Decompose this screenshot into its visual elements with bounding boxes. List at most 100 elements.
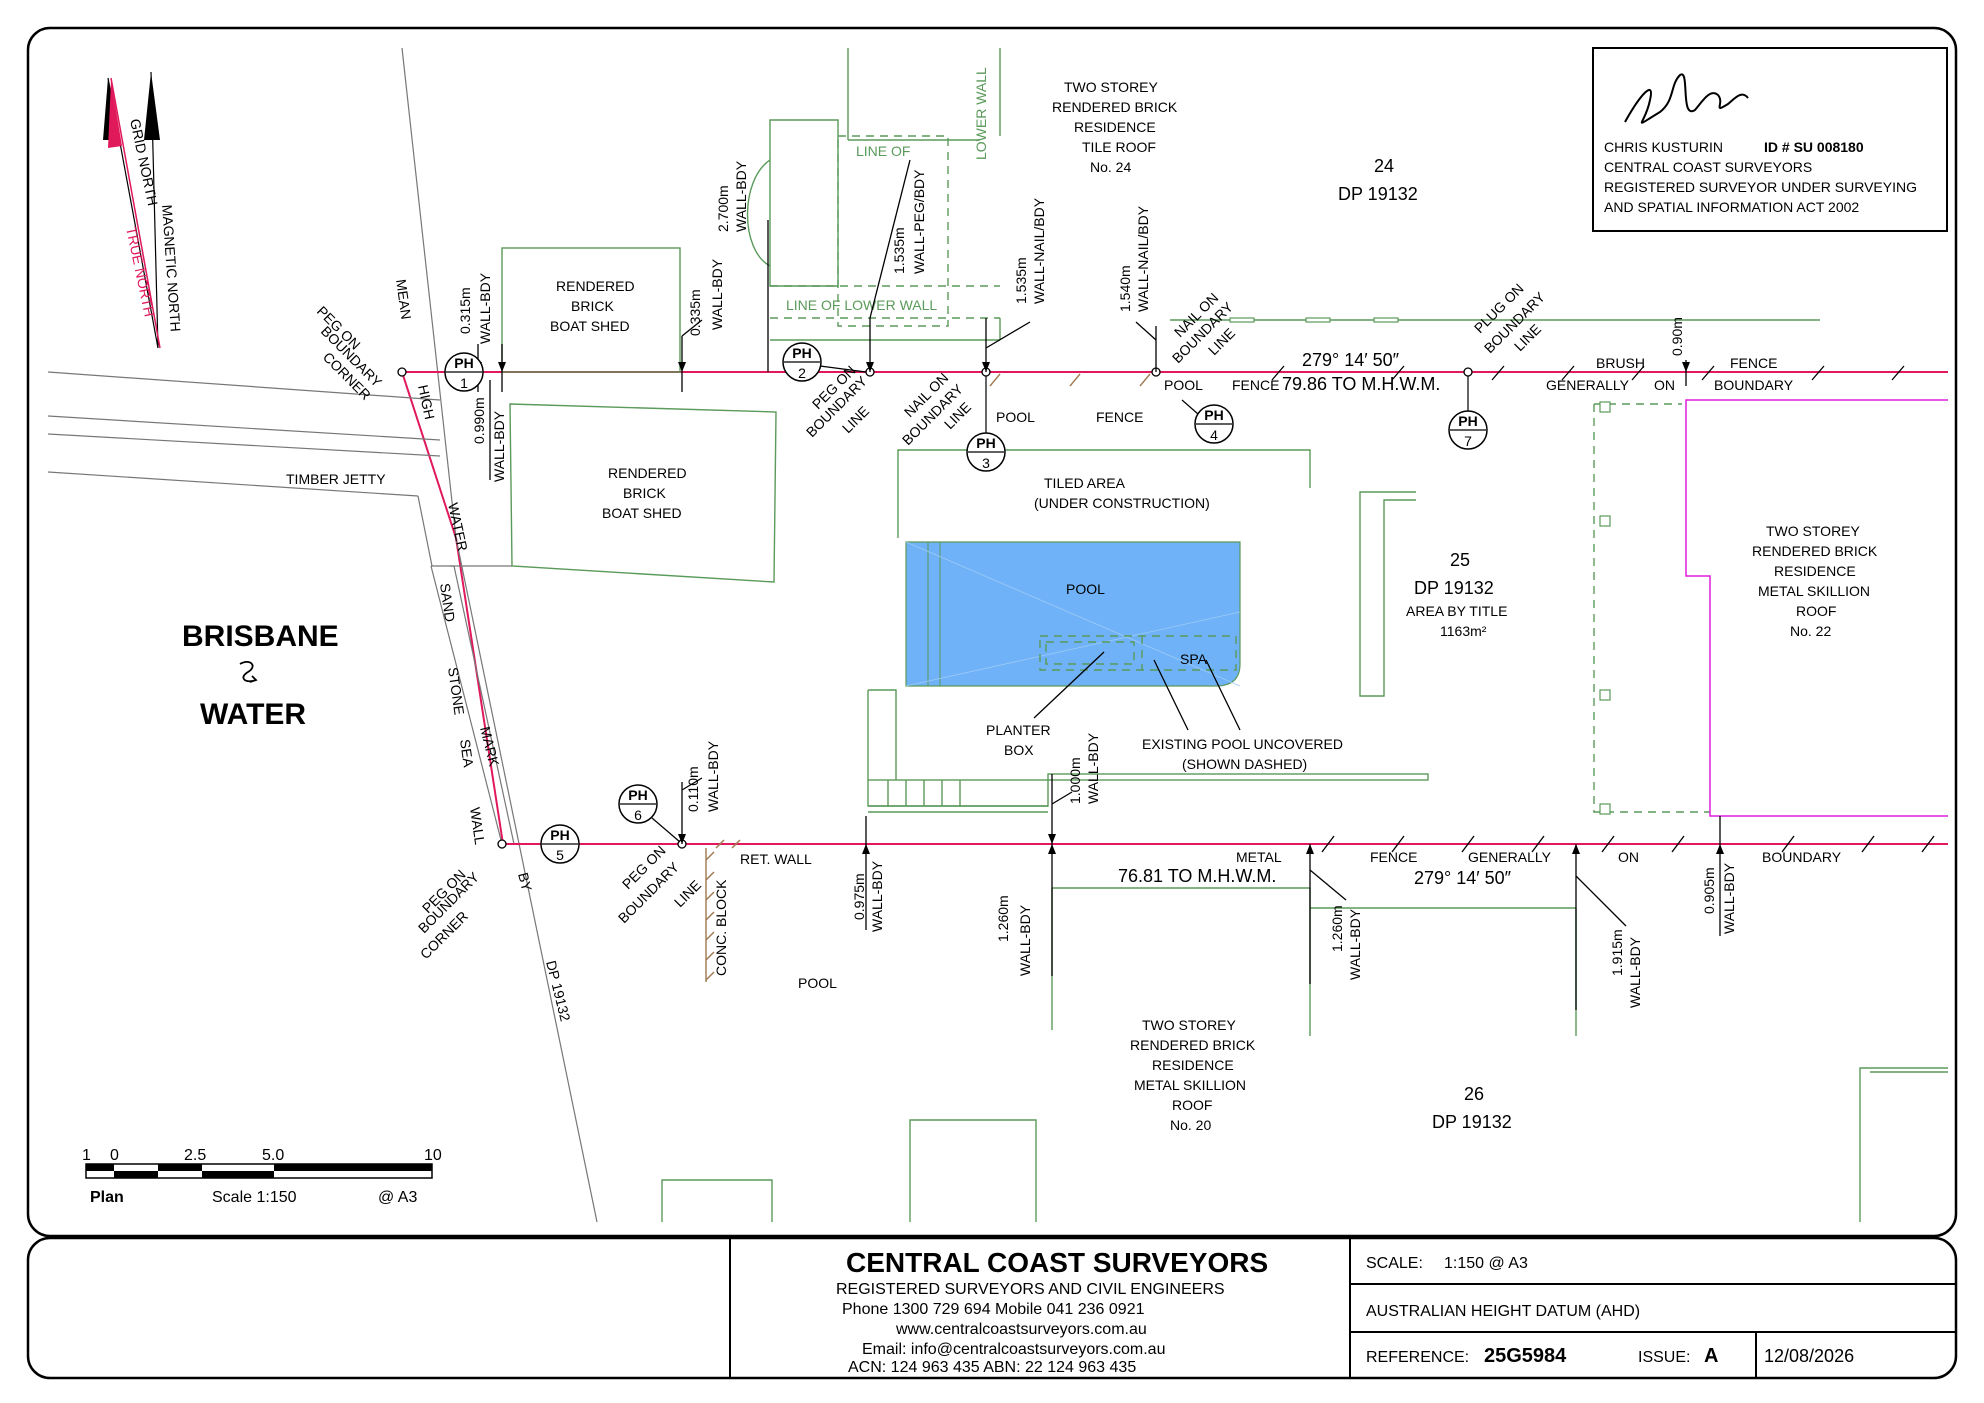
svg-text:No. 24: No. 24	[1090, 159, 1131, 175]
lot-24-dp: DP 19132	[1338, 184, 1418, 204]
lot-25-number: 25	[1450, 550, 1470, 570]
true-north-label: TRUE NORTH	[123, 225, 158, 318]
offset-13-note: WALL-BDY	[1347, 908, 1363, 980]
reference-label: REFERENCE:	[1366, 1349, 1469, 1366]
north-arrow: GRID NORTH MAGNETIC NORTH TRUE NORTH	[103, 71, 184, 349]
mhwm-by: BY	[515, 871, 535, 894]
tiled-area-sub: (UNDER CONSTRUCTION)	[1034, 495, 1210, 511]
peg-line-bot: PEG ON BOUNDARY LINE	[615, 842, 704, 926]
bottom-distance: 76.81 TO M.H.W.M.	[1118, 866, 1276, 886]
offset-6-note: WALL-NAIL/BDY	[1135, 205, 1151, 312]
pool-label: POOL	[1066, 581, 1105, 597]
offset-10-note: WALL-BDY	[1085, 732, 1101, 804]
cert-act-1: REGISTERED SURVEYOR UNDER SURVEYING	[1604, 179, 1917, 195]
conc-block-label: CONC. BLOCK	[713, 879, 729, 976]
seawall-stone: STONE	[445, 666, 468, 716]
offset-3: 2.700m	[715, 185, 731, 232]
scale-plan: Plan	[90, 1189, 124, 1206]
svg-text:LINE OF LOWER WALL: LINE OF LOWER WALL	[786, 297, 937, 313]
company-tagline: REGISTERED SURVEYORS AND CIVIL ENGINEERS	[836, 1281, 1225, 1298]
offset-11: 0.975m	[851, 873, 867, 920]
seawall-sea: SEA	[457, 738, 477, 769]
svg-text:1: 1	[460, 375, 468, 391]
seawall-wall: WALL	[467, 806, 488, 846]
cert-act-2: AND SPATIAL INFORMATION ACT 2002	[1604, 199, 1859, 215]
certificate-box	[1592, 47, 1948, 232]
top-boundary-word: BOUNDARY	[1714, 377, 1794, 393]
bottom-on: ON	[1618, 849, 1639, 865]
offset-8-note: WALL-BDY	[491, 410, 507, 482]
datum-field: AUSTRALIAN HEIGHT DATUM (AHD)	[1366, 1303, 1640, 1320]
photo-point-3[interactable]: PH 3	[966, 376, 1006, 472]
svg-text:2.5: 2.5	[184, 1147, 206, 1164]
boat-shed-mid	[509, 403, 777, 583]
svg-text:PH: PH	[550, 827, 569, 843]
surveyor-signature	[1624, 73, 1749, 124]
photo-point-5[interactable]: PH 5	[540, 824, 580, 864]
photo-point-1[interactable]: PH 1	[444, 352, 484, 392]
photo-point-2[interactable]: PH 2	[782, 342, 867, 382]
company-acn: ACN: 124 963 435 ABN: 22 124 963 435	[848, 1359, 1136, 1376]
svg-text:BRICK: BRICK	[571, 298, 614, 314]
svg-text:0: 0	[110, 1147, 119, 1164]
top-brush: BRUSH	[1596, 355, 1645, 371]
svg-text:METAL SKILLION: METAL SKILLION	[1758, 583, 1870, 599]
seawall-sand: SAND	[437, 582, 458, 623]
bottom-bearing: 279° 14′ 50″	[1414, 868, 1512, 888]
svg-text:7: 7	[1464, 433, 1472, 449]
offset-14-note: WALL-BDY	[1627, 936, 1643, 1008]
svg-text:10: 10	[424, 1147, 442, 1164]
company-phone: Phone 1300 729 694 Mobile 041 236 0921	[842, 1301, 1145, 1318]
offset-14: 1.915m	[1609, 929, 1625, 976]
timber-jetty-label: TIMBER JETTY	[286, 471, 386, 487]
svg-text:BRICK: BRICK	[623, 485, 666, 501]
svg-text:TWO STOREY: TWO STOREY	[1064, 79, 1159, 95]
mhwm-water: WATER	[445, 501, 471, 552]
peg-corner-bot: PEG ON BOUNDARY CORNER	[415, 866, 483, 962]
photo-point-6[interactable]: PH 6	[618, 784, 681, 843]
offset-12-note: WALL-BDY	[1017, 904, 1033, 976]
planter-label-2: BOX	[1004, 742, 1034, 758]
svg-text:PH: PH	[1204, 407, 1223, 423]
cert-id: ID # SU 008180	[1764, 139, 1864, 155]
scale-bar: 1 0 2.5 5.0 10 Plan Scale 1:150 @ A3	[82, 1147, 442, 1206]
offset-6: 1.540m	[1117, 265, 1133, 312]
svg-text:RENDERED: RENDERED	[556, 278, 635, 294]
water-body-label: BRISBANE WATER	[182, 620, 339, 731]
svg-text:2: 2	[798, 365, 806, 381]
svg-text:5: 5	[556, 847, 564, 863]
offset-9: 0.110m	[685, 766, 701, 812]
mhwm-dp: DP 19132	[543, 959, 574, 1023]
plug-line: PLUG ON BOUNDARY LINE	[1471, 280, 1549, 356]
issue-value: A	[1704, 1345, 1718, 1367]
pool-fence-pool: POOL	[996, 409, 1035, 425]
mhwm-high: HIGH	[415, 383, 438, 421]
svg-text:PH: PH	[976, 435, 995, 451]
photo-point-7[interactable]: PH 7	[1448, 376, 1488, 450]
lot-26-dp: DP 19132	[1432, 1112, 1512, 1132]
bottom-metal: METAL	[1236, 849, 1282, 865]
offset-15: 0.905m	[1701, 867, 1717, 914]
offset-12: 1.260m	[995, 895, 1011, 942]
photo-point-4[interactable]: PH 4	[1181, 399, 1234, 444]
offset-3-note: WALL-BDY	[733, 160, 749, 232]
svg-text:BOAT SHED: BOAT SHED	[550, 318, 630, 334]
company-name: CENTRAL COAST SURVEYORS	[846, 1247, 1268, 1278]
cert-name: CHRIS KUSTURIN	[1604, 139, 1723, 155]
offset-9-note: WALL-BDY	[705, 740, 721, 812]
scale-field-value: 1:150 @ A3	[1444, 1255, 1528, 1272]
company-web: www.centralcoastsurveyors.com.au	[895, 1321, 1147, 1338]
boat-shed-top	[501, 247, 681, 373]
top-on: ON	[1654, 377, 1675, 393]
svg-text:ROOF: ROOF	[1172, 1097, 1212, 1113]
nail-line-1: NAIL ON BOUNDARY LINE	[899, 370, 974, 449]
pool-lower-label: POOL	[798, 975, 837, 991]
svg-text:4: 4	[1210, 427, 1218, 443]
svg-text:METAL SKILLION: METAL SKILLION	[1134, 1077, 1246, 1093]
bottom-fence: FENCE	[1370, 849, 1417, 865]
scale-field-label: SCALE:	[1366, 1255, 1423, 1272]
svg-text:RENDERED: RENDERED	[608, 465, 687, 481]
offset-10: 1.000m	[1067, 757, 1083, 804]
svg-text:No. 20: No. 20	[1170, 1117, 1211, 1133]
drawing-frame	[26, 26, 1958, 1238]
